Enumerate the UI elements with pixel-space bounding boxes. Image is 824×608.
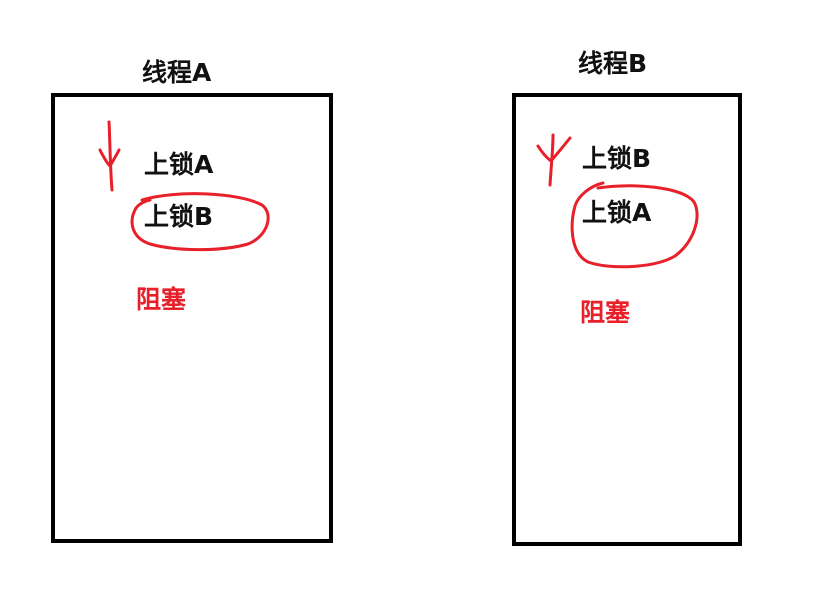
thread-b-blocked-label: 阻塞 — [580, 298, 631, 327]
thread-b-first-lock: 上锁B — [582, 144, 652, 173]
thread-a-blocked-label: 阻塞 — [136, 285, 187, 314]
thread-b-title: 线程B — [578, 49, 648, 78]
thread-a-second-lock: 上锁B — [144, 202, 214, 231]
thread-b-second-lock: 上锁A — [582, 198, 652, 227]
thread-a-first-lock: 上锁A — [144, 150, 214, 179]
thread-a-title: 线程A — [142, 58, 212, 87]
thread-a-box — [51, 93, 333, 543]
